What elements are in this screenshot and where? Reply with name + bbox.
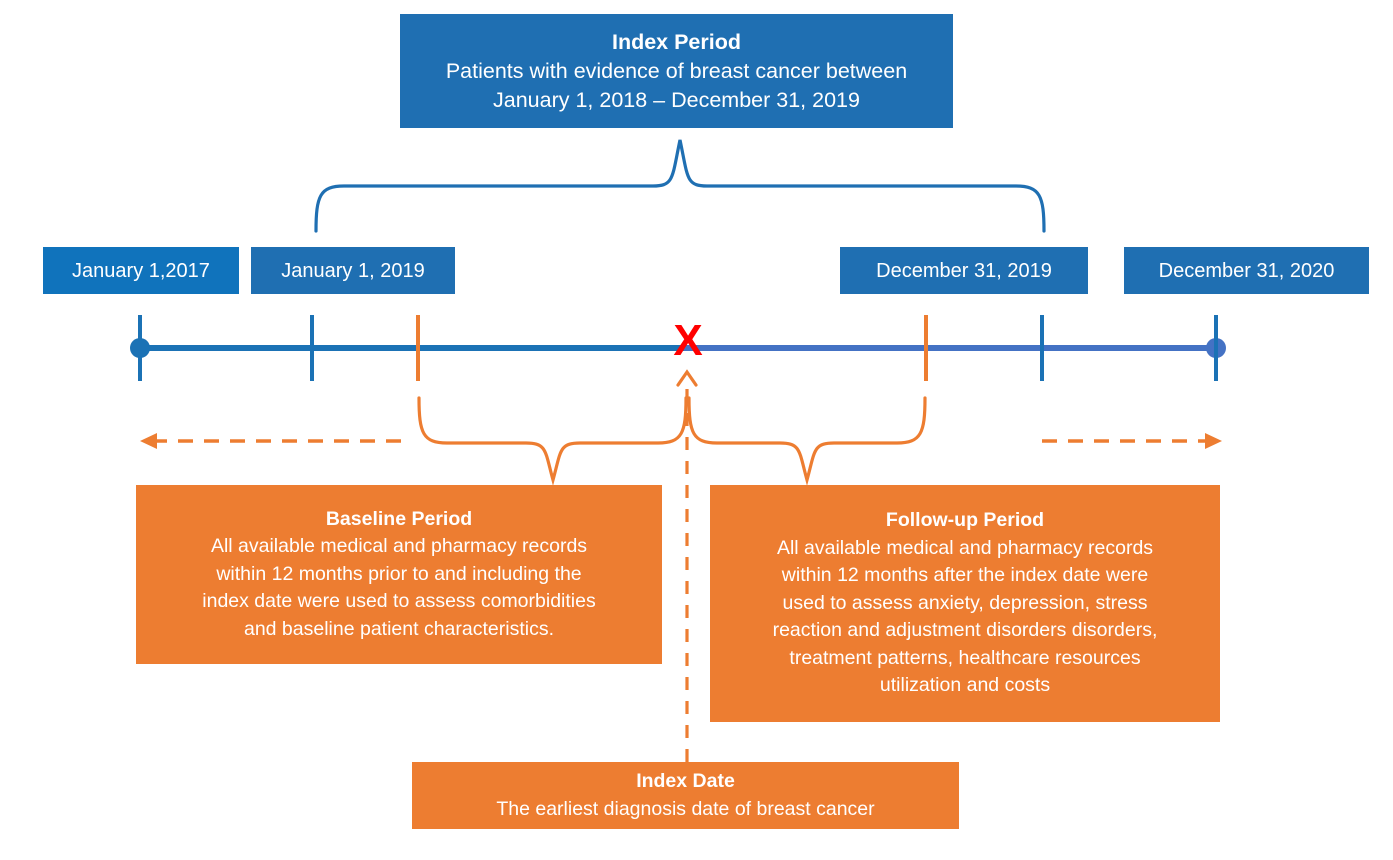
baseline-period-box: Baseline Period All available medical an… (136, 485, 662, 664)
timeline-start-dot (130, 338, 150, 358)
date-label-text: January 1,2017 (72, 259, 210, 282)
index-period-title: Index Period (611, 29, 742, 54)
index-period-line-1: Patients with evidence of breast cancer … (445, 58, 908, 83)
date-label-jan-1-2017: January 1,2017 (43, 247, 239, 294)
date-label-jan-1-2019: January 1, 2019 (251, 247, 455, 294)
baseline-period-line-4: and baseline patient characteristics. (243, 617, 554, 640)
baseline-period-line-1: All available medical and pharmacy recor… (210, 535, 588, 558)
followup-period-title: Follow-up Period (885, 509, 1045, 532)
index-date-x-glyph: X (673, 316, 703, 365)
date-label-dec-31-2019: December 31, 2019 (840, 247, 1088, 294)
followup-period-line-5: treatment patterns, healthcare resources (789, 646, 1141, 669)
followup-period-line-3: used to assess anxiety, depression, stre… (782, 591, 1148, 614)
baseline-period-brace (417, 396, 688, 487)
index-date-arrowhead-icon (676, 369, 698, 387)
timeline-end-dot (1206, 338, 1226, 358)
date-label-dec-31-2020: December 31, 2020 (1124, 247, 1369, 294)
followup-period-line-1: All available medical and pharmacy recor… (776, 536, 1154, 559)
index-period-box: Index Period Patients with evidence of b… (400, 14, 953, 128)
followup-period-line-2: within 12 months after the index date we… (781, 564, 1149, 587)
baseline-direction-arrow-icon (140, 433, 157, 449)
followup-period-line-4: reaction and adjustment disorders disord… (772, 619, 1158, 642)
followup-period-line-6: utilization and costs (879, 674, 1051, 697)
followup-period-box: Follow-up Period All available medical a… (710, 485, 1220, 722)
baseline-period-line-3: index date were used to assess comorbidi… (202, 590, 596, 613)
date-label-text: January 1, 2019 (281, 259, 425, 282)
index-date-title: Index Date (636, 770, 735, 792)
index-date-line-1: The earliest diagnosis date of breast ca… (496, 797, 875, 820)
date-label-text: December 31, 2019 (876, 259, 1052, 282)
index-period-line-2: January 1, 2018 – December 31, 2019 (493, 87, 860, 112)
index-date-box: Index Date The earliest diagnosis date o… (412, 762, 959, 829)
baseline-period-title: Baseline Period (325, 507, 473, 530)
followup-period-brace (687, 396, 927, 487)
date-label-text: December 31, 2020 (1158, 259, 1335, 282)
index-date-x-marker: X (663, 315, 713, 367)
index-period-brace (314, 139, 1046, 233)
baseline-period-line-2: within 12 months prior to and including … (216, 562, 582, 585)
followup-direction-arrow-icon (1205, 433, 1222, 449)
